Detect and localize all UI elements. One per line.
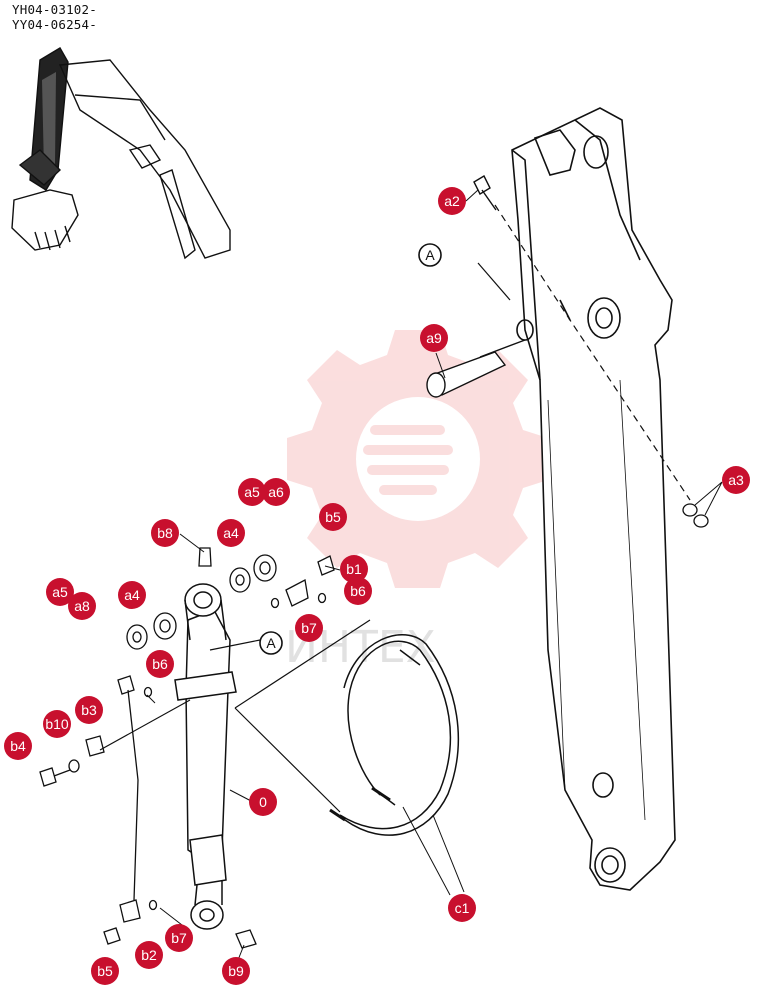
callout-b5-top: b5: [319, 503, 347, 531]
callout-a5-left: a5: [46, 578, 74, 606]
callout-b6-left: b6: [146, 650, 174, 678]
svg-text:a9: a9: [426, 330, 442, 346]
svg-text:a6: a6: [268, 484, 284, 500]
callout-leaders: [146, 189, 723, 966]
svg-text:a8: a8: [74, 598, 90, 614]
hydraulic-hoses: [329, 634, 459, 836]
reference-mark-a-upper: A: [418, 243, 442, 267]
svg-text:a3: a3: [728, 472, 744, 488]
svg-text:b1: b1: [346, 561, 362, 577]
callout-b3: b3: [75, 696, 103, 724]
svg-text:b5: b5: [325, 509, 341, 525]
callout-b8: b8: [151, 519, 179, 547]
reference-mark-a-lower: A: [259, 631, 283, 655]
serial-range-line-1: YH04-03102-: [12, 2, 97, 17]
callout-b7-top: b7: [295, 614, 323, 642]
assembly-outline: [99, 262, 511, 813]
callout-b2: b2: [135, 941, 163, 969]
callout-a3: a3: [722, 466, 750, 494]
svg-text:b9: b9: [228, 963, 244, 979]
callout-a4-top: a4: [217, 519, 245, 547]
callout-a6-top: a6: [262, 478, 290, 506]
hydraulic-cylinder: [174, 583, 237, 930]
callout-a9: a9: [420, 324, 448, 352]
callout-b1: b1: [340, 555, 368, 583]
callout-c1: c1: [448, 894, 476, 922]
dashed-leaders: [494, 204, 691, 501]
callout-b4: b4: [4, 732, 32, 760]
boom-arm: [511, 107, 676, 891]
svg-text:b6: b6: [350, 583, 366, 599]
callout-b7-bottom: b7: [165, 924, 193, 952]
hardware-parts: [39, 547, 335, 949]
serial-range-line-2: YY04-06254-: [12, 17, 97, 32]
svg-text:b3: b3: [81, 702, 97, 718]
svg-text:A: A: [266, 635, 276, 651]
svg-text:a5: a5: [52, 584, 68, 600]
svg-text:b2: b2: [141, 947, 157, 963]
bolt-part-a2: [473, 175, 497, 211]
callout-b10: b10: [43, 710, 71, 738]
svg-text:b7: b7: [171, 930, 187, 946]
svg-text:b8: b8: [157, 525, 173, 541]
callout-a2: a2: [438, 187, 466, 215]
svg-text:c1: c1: [455, 900, 470, 916]
svg-text:b7: b7: [301, 620, 317, 636]
callout-b6-right: b6: [344, 577, 372, 605]
watermark-logo: [287, 330, 548, 588]
svg-text:A: A: [425, 247, 435, 263]
svg-text:b4: b4: [10, 738, 26, 754]
svg-text:a5: a5: [244, 484, 260, 500]
svg-text:a4: a4: [223, 525, 239, 541]
svg-text:b5: b5: [97, 963, 113, 979]
svg-text:0: 0: [259, 794, 267, 810]
svg-text:b10: b10: [45, 716, 69, 732]
callout-b5-bottom: b5: [91, 957, 119, 985]
callout-a5-top: a5: [238, 478, 266, 506]
callout-b9: b9: [222, 957, 250, 985]
callout-a8: a8: [68, 592, 96, 620]
svg-text:b6: b6: [152, 656, 168, 672]
nut-parts-a3: [682, 503, 709, 528]
pin-part: [426, 339, 526, 398]
svg-text:a4: a4: [124, 587, 140, 603]
callout-0: 0: [249, 788, 277, 816]
svg-text:a2: a2: [444, 193, 460, 209]
excavator-thumbnail: [11, 47, 231, 260]
callout-a4-left: a4: [118, 581, 146, 609]
